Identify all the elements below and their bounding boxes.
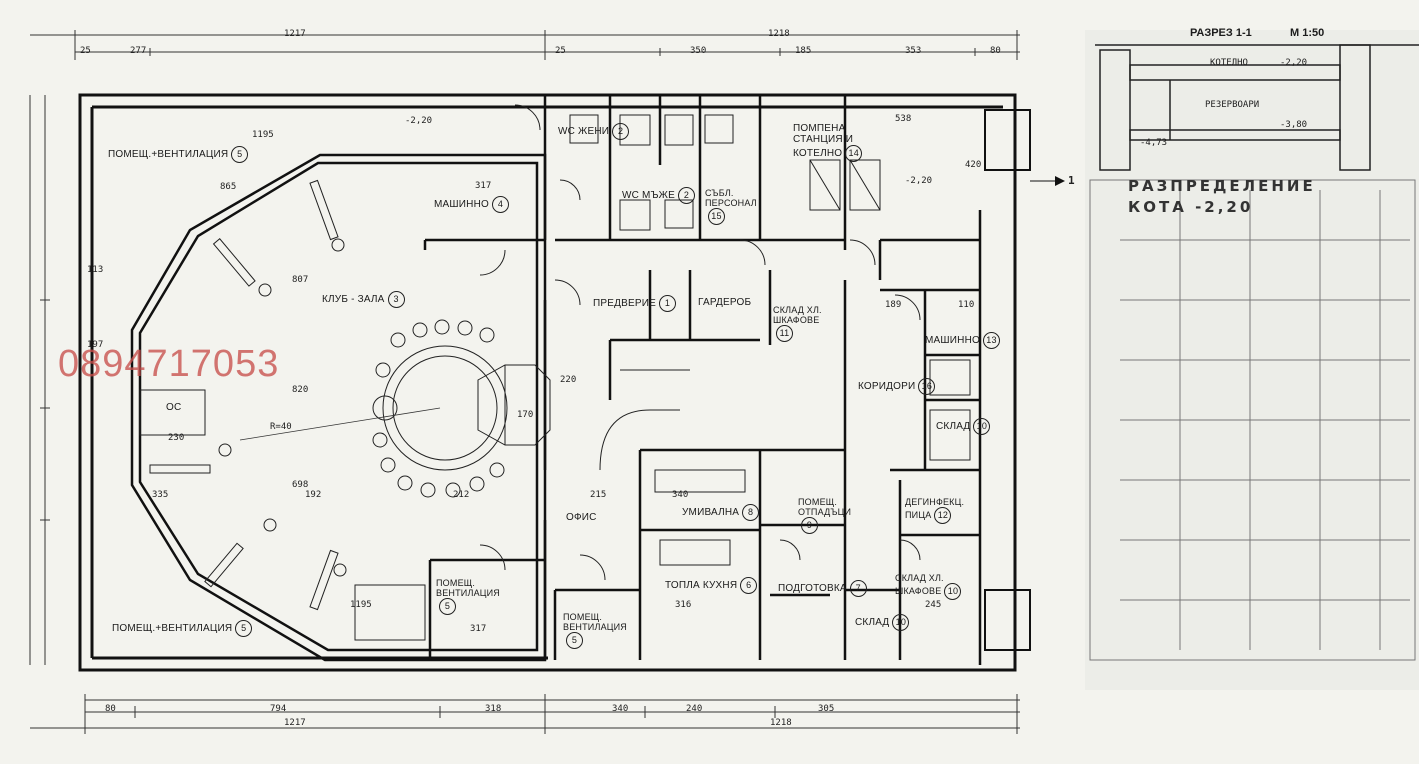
dim-top-total-left: 1217: [284, 29, 306, 39]
top-dimension-lines: [30, 30, 1020, 60]
stamp-title-line2: КОТА -2,20: [1128, 198, 1254, 216]
dim-interior: 215: [590, 490, 607, 500]
door-swings: [479, 104, 921, 581]
faded-plan: [1089, 179, 1416, 661]
dim-interior: 335: [152, 490, 169, 500]
dim-bottom-seg: 80: [105, 704, 116, 714]
dim-top-seg: 277: [130, 46, 147, 56]
dim-interior: -2,20: [405, 116, 433, 126]
dim-interior: R=40: [270, 422, 292, 432]
bottom-dimension-lines: [30, 694, 1020, 734]
dim-interior: 865: [220, 182, 237, 192]
dim-interior: 698: [292, 480, 309, 490]
dim-interior: 820: [292, 385, 309, 395]
dim-interior: 538: [895, 114, 912, 124]
dim-interior: 113: [87, 265, 104, 275]
section-level-2: -3,80: [1280, 120, 1308, 130]
section-title: РАЗРЕЗ 1-1: [1190, 27, 1252, 39]
dim-bottom-seg: 305: [818, 704, 835, 714]
section-drawing: [1095, 44, 1419, 171]
room-label-os: ОС: [166, 402, 182, 413]
dim-bottom-seg: 794: [270, 704, 287, 714]
dim-top-seg: 25: [80, 46, 91, 56]
interior-walls: [423, 95, 982, 665]
dim-top-seg: 353: [905, 46, 922, 56]
dim-bottom-total-left: 1217: [284, 718, 306, 728]
phone-watermark: 0894717053: [58, 343, 280, 385]
dim-interior: 317: [470, 624, 487, 634]
dim-interior: 807: [292, 275, 309, 285]
dim-top-seg: 25: [555, 46, 566, 56]
room-label-ventilation-mid: ПОМЕЩ. ВЕНТИЛАЦИЯ5: [436, 578, 506, 615]
dim-interior: 1195: [350, 600, 372, 610]
left-dimension-lines: [29, 95, 50, 665]
dim-interior: 197: [87, 340, 104, 350]
dim-interior: 340: [672, 490, 689, 500]
room-label-cold-storage: СКЛАД ХЛ. ШКАФОВЕ11: [773, 305, 839, 342]
dim-interior: 1195: [252, 130, 274, 140]
room-label-waste-room: ПОМЕЩ. ОТПАДЪЦИ9: [798, 497, 851, 534]
dim-interior: 110: [958, 300, 975, 310]
room-label-ventilation-office: ПОМЕЩ. ВЕНТИЛАЦИЯ5: [563, 612, 633, 649]
dim-interior: 212: [453, 490, 470, 500]
outer-walls: [78, 93, 1017, 672]
section-label-boiler: КОТЕЛНО: [1210, 58, 1248, 68]
dim-interior: 317: [475, 181, 492, 191]
section-level-3: -4,73: [1140, 138, 1168, 148]
dim-interior: 220: [560, 375, 577, 385]
room-label-staff-changing: СЪБЛ. ПЕРСОНАЛ15: [705, 188, 759, 225]
section-marker: 1: [1068, 174, 1075, 187]
dim-interior: 230: [168, 433, 185, 443]
dim-interior: 192: [305, 490, 322, 500]
dim-interior: 245: [925, 600, 942, 610]
dim-bottom-seg: 340: [612, 704, 629, 714]
dim-bottom-seg: 240: [686, 704, 703, 714]
dim-interior: -2,20: [905, 176, 933, 186]
scale-label: М 1:50: [1290, 27, 1325, 39]
section-label-tanks: РЕЗЕРВОАРИ: [1205, 100, 1260, 110]
dim-bottom-seg: 318: [485, 704, 502, 714]
room-label-cloakroom: ГАРДЕРОБ: [698, 297, 752, 308]
room-label-office: ОФИС: [566, 512, 597, 523]
dim-interior: 189: [885, 300, 902, 310]
fixtures: [139, 114, 971, 641]
dim-top-seg: 80: [990, 46, 1001, 56]
dim-top-total-right: 1218: [768, 29, 790, 39]
dim-top-seg: 185: [795, 46, 812, 56]
dim-top-seg: 350: [690, 46, 707, 56]
section-level-1: -2,20: [1280, 58, 1308, 68]
dim-bottom-total-right: 1218: [770, 718, 792, 728]
stamp-title-line1: РАЗПРЕДЕЛЕНИЕ: [1128, 177, 1316, 195]
dim-interior: 316: [675, 600, 692, 610]
dim-interior: 420: [965, 160, 982, 170]
dim-interior: 170: [517, 410, 534, 420]
